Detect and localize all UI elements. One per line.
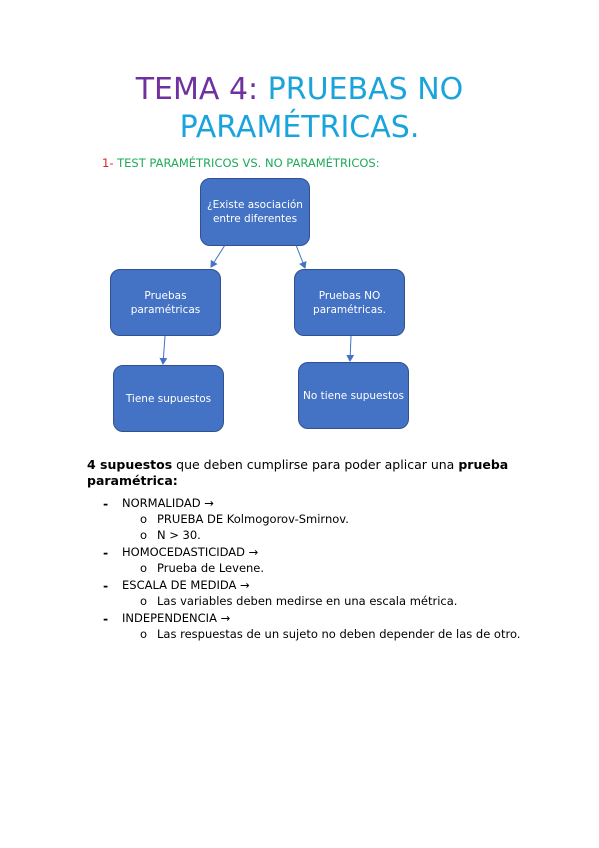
diagram-has-assumptions-node: Tiene supuestos [113, 365, 224, 432]
section-heading: 1- TEST PARAMÉTRICOS VS. NO PARAMÉTRICOS… [102, 156, 380, 170]
sub-item: N > 30. [157, 528, 201, 542]
arrow-root-to-left [210, 244, 226, 268]
sub-item: PRUEBA DE Kolmogorov-Smirnov. [157, 512, 349, 526]
sub-bullet: o [140, 594, 148, 608]
arrow-left-to-bottom [159, 335, 168, 365]
arrow-right-to-bottom [346, 335, 355, 362]
sub-item: Las variables deben medirse en una escal… [157, 594, 458, 608]
sub-bullet: o [140, 627, 148, 641]
assumption-measurement-scale: ESCALA DE MEDIDA → [122, 578, 250, 592]
intro-bold-test: prueba paramétrica: [87, 457, 509, 488]
intro-text: que deben cumplirse para poder aplicar u… [172, 457, 459, 472]
list-dash: - [103, 545, 109, 560]
diagram-nonparametric-node: Pruebas NO paramétricas. [294, 269, 405, 336]
sub-bullet: o [140, 528, 148, 542]
sub-item: Las respuestas de un sujeto no deben dep… [157, 627, 521, 641]
page-title-line-2: PARAMÉTRICAS. [179, 110, 420, 145]
intro-bold-count: 4 supuestos [87, 457, 173, 472]
list-dash: - [103, 611, 109, 626]
list-dash: - [103, 496, 109, 511]
intro-paragraph: 4 supuestos que deben cumplirse para pod… [87, 457, 527, 489]
sub-bullet: o [140, 561, 148, 575]
diagram-root-node: ¿Existe asociación entre diferentes [200, 178, 310, 246]
diagram-parametric-node: Pruebas paramétricas [110, 269, 221, 336]
list-dash: - [103, 578, 109, 593]
title-topic: TEMA 4: [135, 72, 259, 107]
diagram-no-assumptions-node: No tiene supuestos [298, 362, 409, 429]
section-number: 1- [102, 156, 114, 170]
section-title: TEST PARAMÉTRICOS VS. NO PARAMÉTRICOS: [113, 156, 380, 170]
assumption-homoscedasticity: HOMOCEDASTICIDAD → [122, 545, 259, 559]
sub-bullet: o [140, 512, 148, 526]
arrow-root-to-right [295, 244, 307, 269]
sub-item: Prueba de Levene. [157, 561, 265, 575]
assumption-normality: NORMALIDAD → [122, 496, 214, 510]
page-title-line-1: TEMA 4: PRUEBAS NO [0, 71, 599, 109]
title-subject: PRUEBAS NO [258, 72, 464, 107]
assumption-independence: INDEPENDENCIA → [122, 611, 231, 625]
